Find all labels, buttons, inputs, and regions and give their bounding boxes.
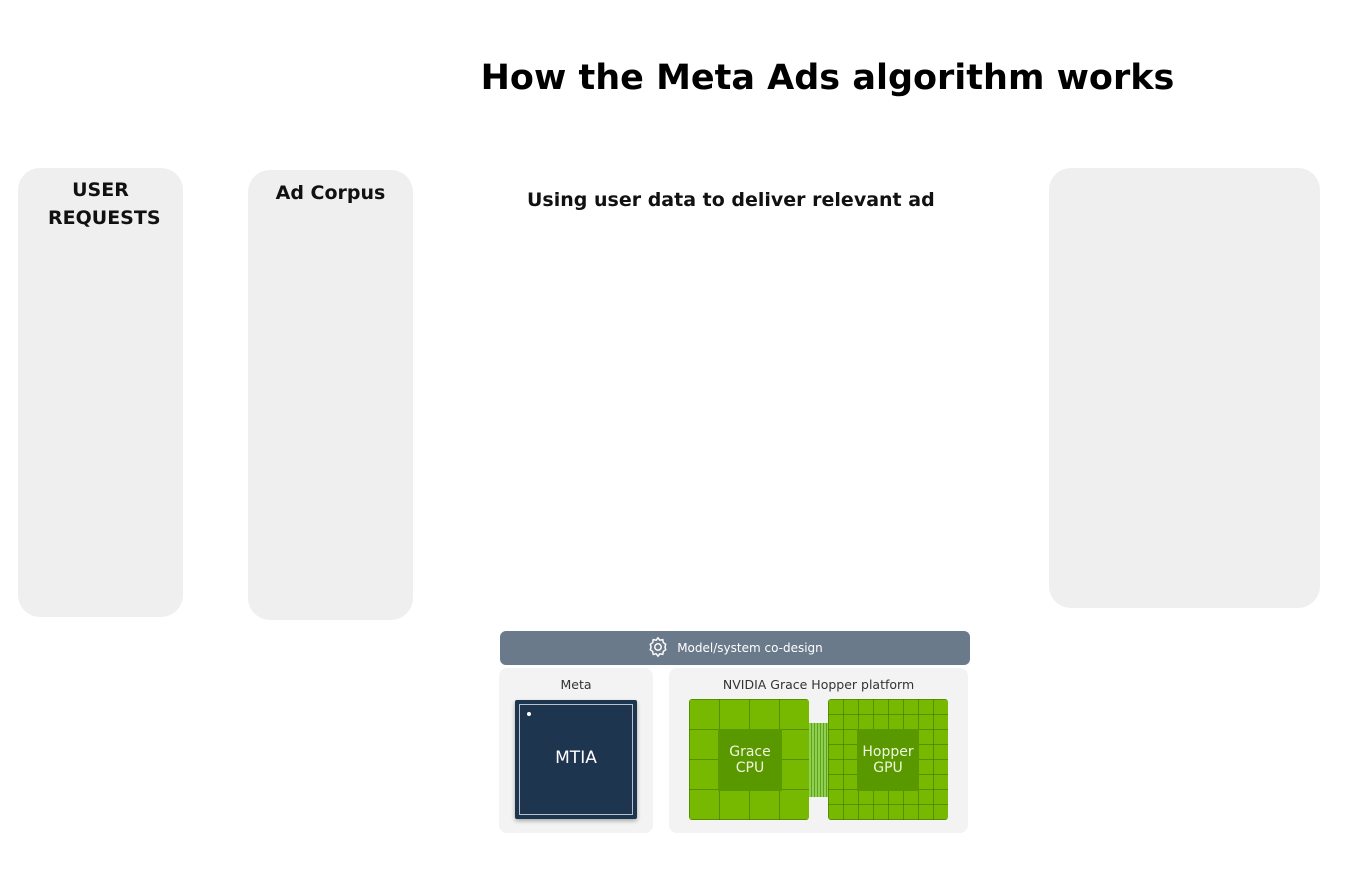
mtia-label: MTIA bbox=[555, 748, 597, 768]
ad-corpus-panel: Ad Corpus bbox=[248, 170, 413, 620]
diagram-subtitle: Using user data to deliver relevant ad bbox=[527, 189, 935, 211]
result-panel bbox=[1049, 168, 1320, 608]
gear-icon bbox=[647, 636, 669, 661]
chip-interconnect bbox=[809, 723, 828, 797]
user-requests-title: USER REQUESTS bbox=[48, 179, 161, 229]
grace-cpu-chip: Grace CPU bbox=[689, 699, 809, 820]
user-requests-panel: USER REQUESTS bbox=[18, 168, 183, 617]
hopper-gpu-chip: Hopper GPU bbox=[828, 699, 948, 820]
meta-title: Meta bbox=[560, 677, 592, 692]
nvidia-title: NVIDIA Grace Hopper platform bbox=[722, 677, 915, 692]
codesign-label: Model/system co-design bbox=[677, 641, 823, 655]
mtia-chip: MTIA bbox=[515, 700, 637, 819]
ad-corpus-title: Ad Corpus bbox=[275, 182, 386, 204]
grace-cpu-label: Grace CPU bbox=[718, 729, 782, 791]
codesign-bar: Model/system co-design bbox=[500, 631, 970, 665]
hopper-gpu-label: Hopper GPU bbox=[857, 729, 919, 791]
page-title: How the Meta Ads algorithm works bbox=[480, 58, 1175, 98]
